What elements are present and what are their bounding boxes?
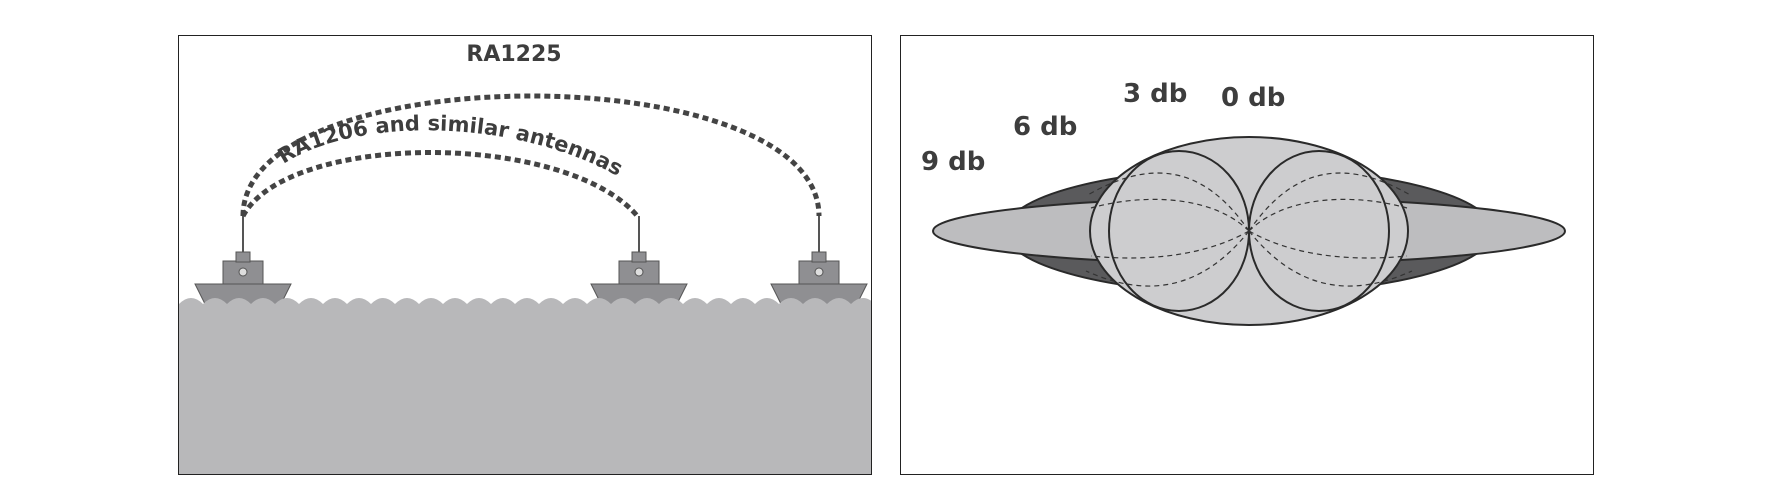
antenna-range-panel: RA1225 RA1206 and similar antennas [178, 35, 872, 475]
boats-group [194, 216, 868, 309]
short-range-signal-arc [240, 150, 641, 220]
boat [770, 216, 868, 309]
gain-label-3db: 3 db [1123, 79, 1187, 109]
gain-pattern-panel: 0 db 3 db 6 db 9 db [900, 35, 1594, 475]
long-range-label: RA1225 [466, 42, 561, 67]
boat-bridge [811, 251, 827, 263]
boat-porthole [634, 267, 644, 277]
sea [179, 298, 871, 474]
boat [590, 216, 688, 309]
antenna-range-diagram: RA1225 RA1206 and similar antennas [179, 42, 871, 474]
short-range-label: RA1206 and similar antennas [274, 111, 627, 180]
gain-label-9db: 9 db [921, 147, 985, 177]
boat-porthole [814, 267, 824, 277]
boat [194, 216, 292, 309]
gain-pattern-diagram: 0 db 3 db 6 db 9 db [921, 79, 1566, 326]
long-range-signal-arc [240, 93, 822, 217]
short-range-label-path: RA1206 and similar antennas [274, 111, 627, 180]
gain-label-0db: 0 db [1221, 83, 1285, 113]
boat-bridge [235, 251, 251, 263]
dashed-contours [1085, 172, 1413, 287]
gain-label-6db: 6 db [1013, 112, 1077, 142]
boat-bridge [631, 251, 647, 263]
boat-porthole [238, 267, 248, 277]
